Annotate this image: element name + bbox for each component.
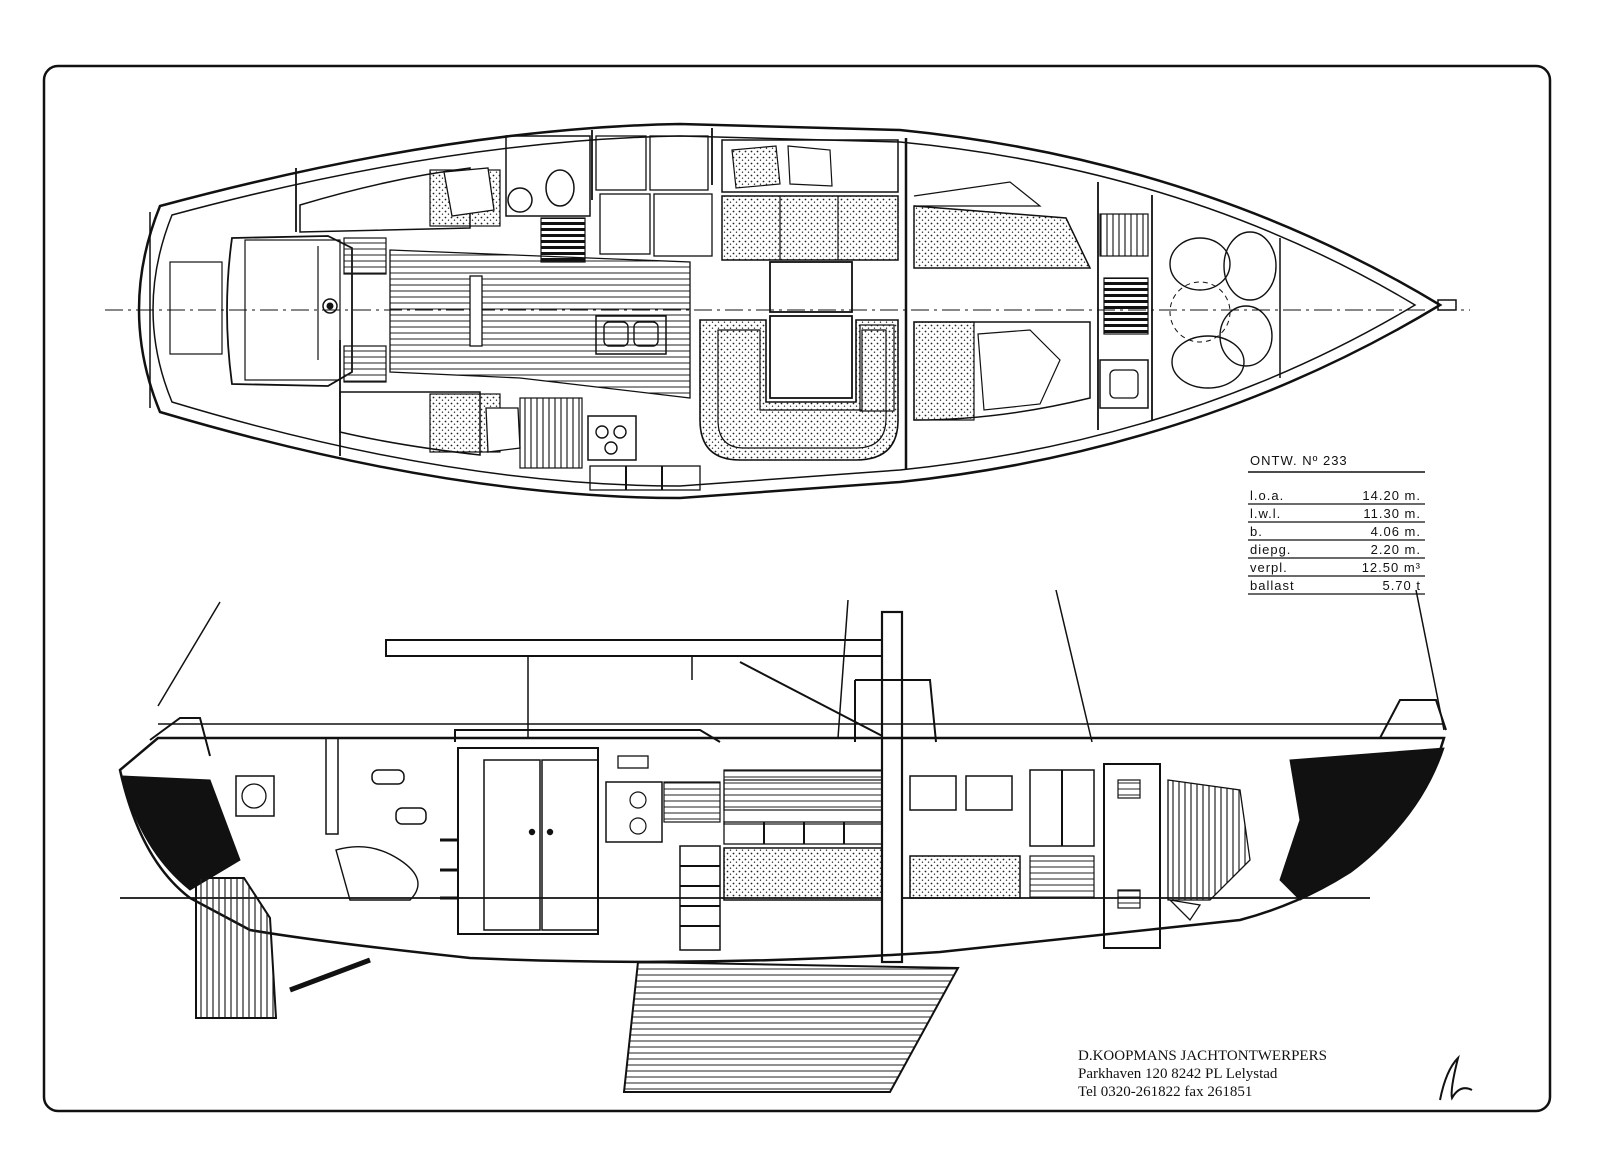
firm-phone: Tel 0320-261822 fax 261851	[1078, 1084, 1252, 1100]
spec-value: 2.20 m.	[1371, 542, 1421, 557]
spec-value: 4.06 m.	[1371, 524, 1421, 539]
spec-value: 12.50 m³	[1362, 560, 1421, 575]
spec-label: l.w.l.	[1250, 506, 1281, 521]
design-number: ONTW. Nº 233	[1250, 453, 1348, 468]
signature	[1439, 1054, 1473, 1101]
designer-title-block: D.KOOPMANS JACHTONTWERPERS Parkhaven 120…	[1078, 1048, 1327, 1100]
firm-name: D.KOOPMANS JACHTONTWERPERS	[1078, 1048, 1327, 1064]
spec-label: ballast	[1250, 578, 1295, 593]
spec-label: diepg.	[1250, 542, 1291, 557]
spec-label: l.o.a.	[1250, 488, 1284, 503]
specs-table: ONTW. Nº 233	[1248, 453, 1425, 473]
keel	[622, 960, 960, 1093]
profile-view	[118, 589, 1447, 1093]
sheet-border	[42, 64, 1552, 1113]
plan-view	[105, 122, 1470, 500]
hull-outline-plan	[137, 122, 1443, 500]
firm-address: Parkhaven 120 8242 PL Lelystad	[1078, 1066, 1278, 1082]
spec-rows: l.o.a. 14.20 m. l.w.l. 11.30 m. b. 4.06 m. die…	[1248, 488, 1425, 595]
spec-label: verpl.	[1250, 560, 1288, 575]
spec-label: b.	[1250, 524, 1263, 539]
spec-value: 11.30 m.	[1363, 506, 1421, 521]
spec-value: 5.70 t	[1382, 578, 1421, 593]
spec-value: 14.20 m.	[1362, 488, 1421, 503]
rudder	[195, 877, 278, 1019]
